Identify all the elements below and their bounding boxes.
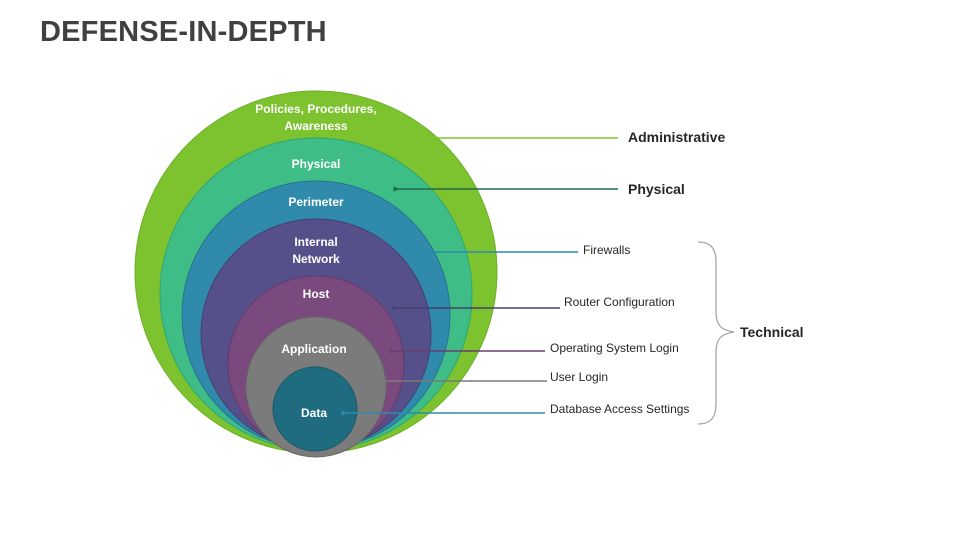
technical-item-os-login: Operating System Login xyxy=(550,341,679,355)
category-technical: Technical xyxy=(740,324,804,340)
connector-lines xyxy=(341,135,618,416)
layer-circle-data xyxy=(272,366,358,452)
layer-label-policies-2: Awareness xyxy=(284,119,347,133)
technical-items: Firewalls Router Configuration Operating… xyxy=(550,243,689,416)
layer-label-internal-2: Network xyxy=(292,252,340,266)
layer-label-internal-1: Internal xyxy=(294,235,337,249)
slide-title: DEFENSE-IN-DEPTH xyxy=(40,16,327,48)
layer-circles xyxy=(134,90,498,458)
layer-label-perimeter: Perimeter xyxy=(288,195,344,209)
layer-label-host: Host xyxy=(303,287,330,301)
technical-item-user-login: User Login xyxy=(550,370,608,384)
category-administrative: Administrative xyxy=(628,129,725,145)
layer-label-policies-1: Policies, Procedures, xyxy=(255,102,376,116)
technical-brace xyxy=(697,241,735,425)
layer-label-physical: Physical xyxy=(292,157,341,171)
technical-item-firewalls: Firewalls xyxy=(583,243,630,257)
layer-labels: Policies, Procedures, Awareness Physical… xyxy=(255,102,376,420)
technical-item-router-configuration: Router Configuration xyxy=(564,295,675,309)
layer-label-application: Application xyxy=(281,342,346,356)
category-physical: Physical xyxy=(628,181,685,197)
technical-item-database-access: Database Access Settings xyxy=(550,402,689,416)
layer-label-data: Data xyxy=(301,406,327,420)
